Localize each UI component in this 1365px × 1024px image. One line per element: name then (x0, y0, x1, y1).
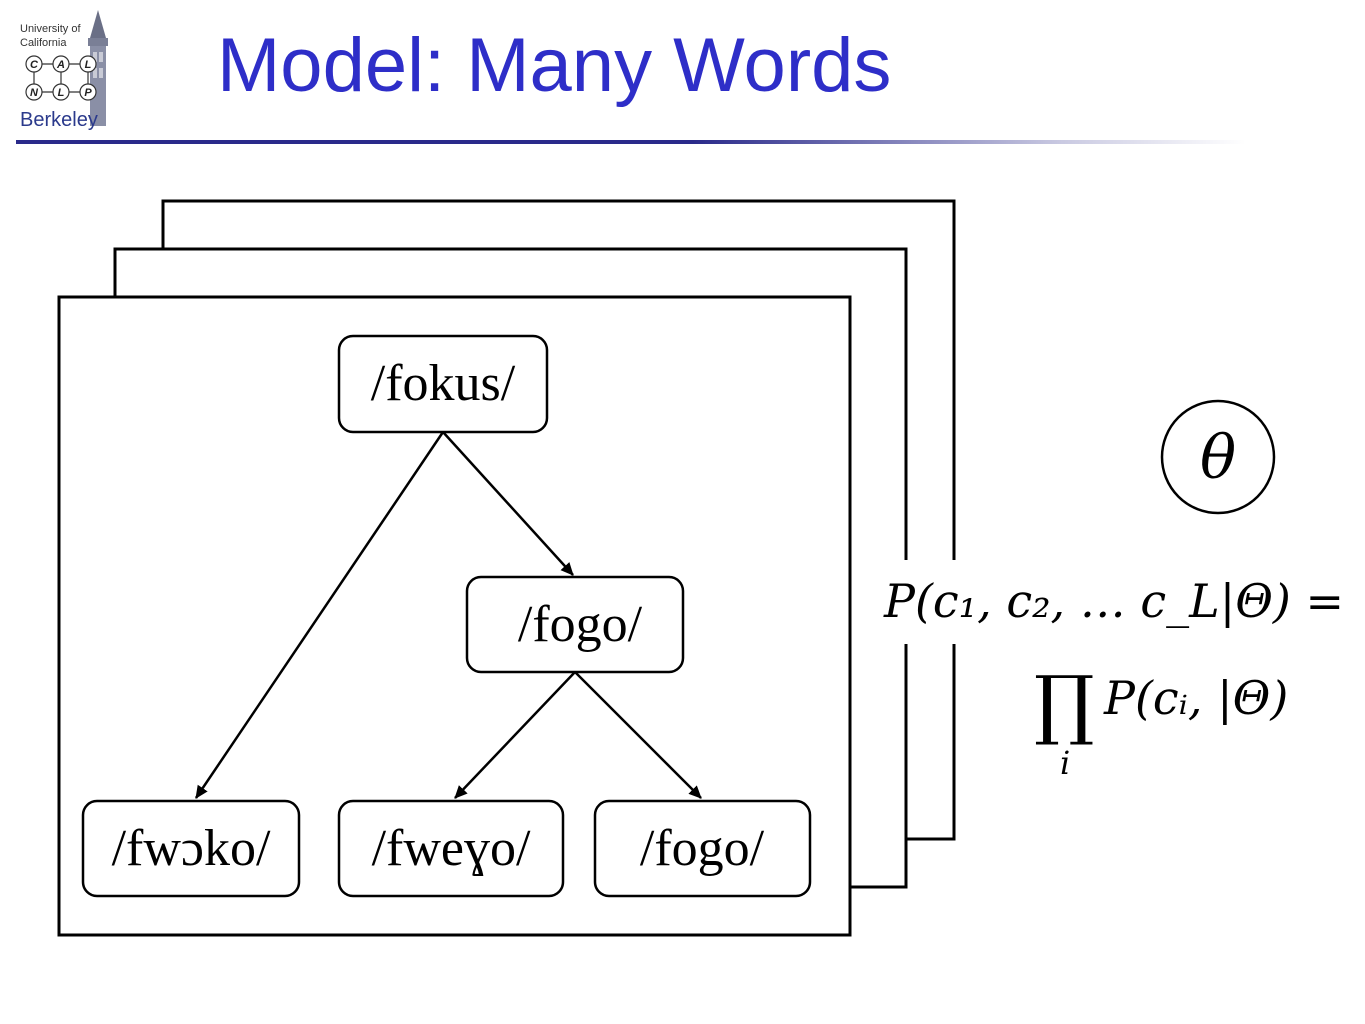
theta-symbol: θ (1200, 423, 1236, 493)
product-symbol: ∏ (1034, 659, 1095, 748)
uc-berkeley-calnlp-logo: University of California C A L N L P Ber… (20, 10, 108, 131)
leaf-3-label: /fogo/ (640, 820, 765, 877)
edge-internal-to-leaf2 (454, 671, 576, 799)
product-index: i (1060, 744, 1070, 782)
likelihood-equation: P(c₁, c₂, … c_L|Θ) = ∏ i P(cᵢ, |Θ) (872, 560, 1344, 782)
edge-internal-to-leaf3 (574, 671, 702, 799)
theta-parameter-node: θ (1160, 399, 1276, 515)
logo-university-text: University of (20, 23, 81, 35)
equation-line-1: P(c₁, c₂, … c_L|Θ) = (883, 574, 1344, 628)
logo-letter-p: P (84, 87, 92, 99)
edge-root-to-leaf1 (194, 431, 445, 799)
logo-letter-c: C (30, 59, 39, 71)
tree-node-internal: /fogo/ (465, 575, 685, 674)
internal-node-label: /fogo/ (518, 596, 643, 653)
leaf-2-label: /fweɣo/ (372, 820, 531, 877)
leaf-1-label: /fwɔko/ (112, 820, 271, 877)
logo-letter-l2: L (58, 87, 65, 99)
logo-berkeley-text: Berkeley (20, 109, 98, 131)
slide-title: Model: Many Words (217, 23, 892, 108)
logo-letter-a: A (56, 59, 65, 71)
tree-node-root: /fokus/ (337, 334, 549, 434)
root-node-label: /fokus/ (371, 355, 516, 412)
title-underline (16, 140, 1246, 144)
tree-node-leaf-1: /fwɔko/ (81, 799, 301, 898)
edge-root-to-internal (442, 431, 574, 576)
logo-california-text: California (20, 37, 67, 49)
equation-line-2: P(cᵢ, |Θ) (1103, 671, 1288, 725)
logo-letter-l: L (85, 59, 92, 71)
logo-letter-n: N (30, 87, 39, 99)
tree-node-leaf-3: /fogo/ (593, 799, 812, 898)
tree-node-leaf-2: /fweɣo/ (337, 799, 565, 898)
